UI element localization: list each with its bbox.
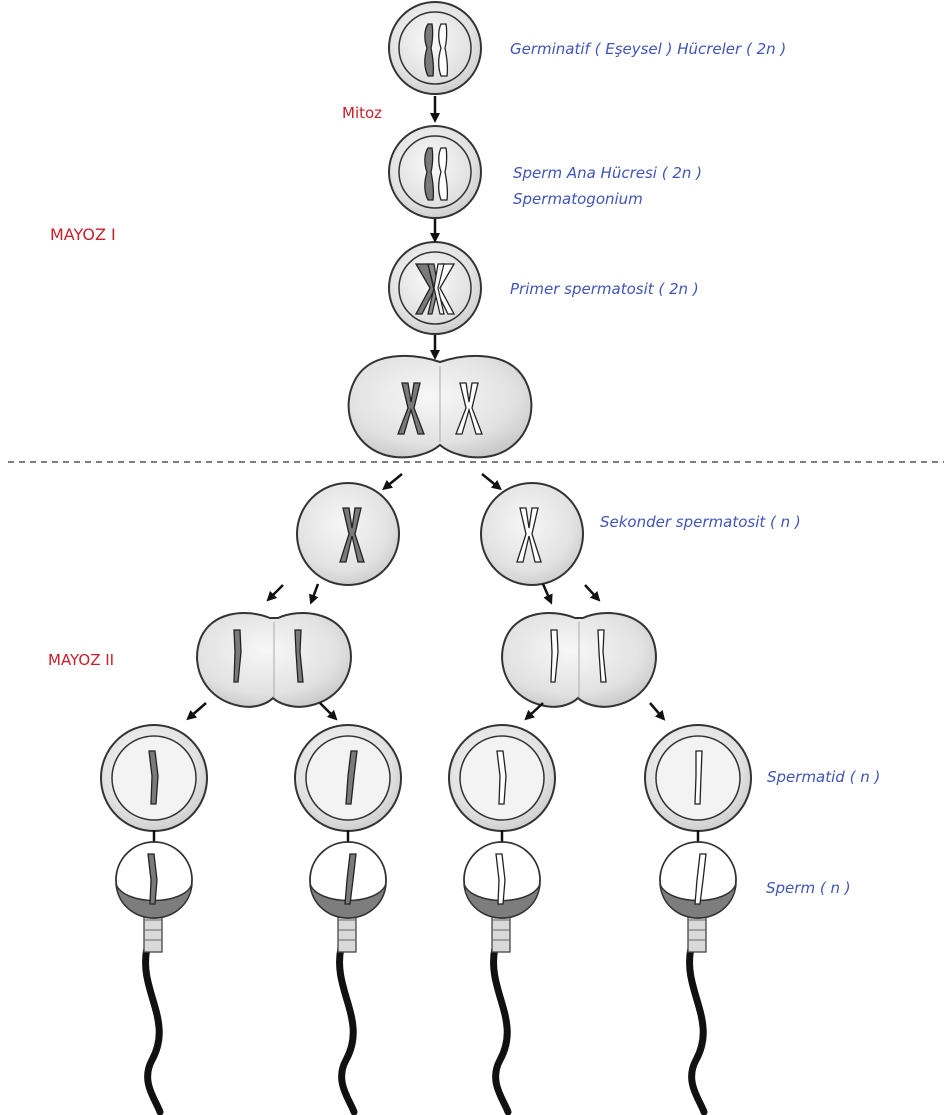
sekonder-cell-right — [480, 482, 584, 586]
label-sperm-ana: Sperm Ana Hücresi ( 2n ) — [513, 164, 702, 182]
sperm-2 — [309, 841, 387, 1115]
arrows-spermatid — [186, 702, 666, 721]
label-spermatid: Spermatid ( n ) — [767, 768, 880, 786]
arrows-secondary — [382, 473, 502, 491]
label-sperm: Sperm ( n ) — [766, 879, 851, 897]
sperm-3 — [463, 841, 541, 1115]
label-germinatif: Germinatif ( Eşeysel ) Hücreler ( 2n ) — [510, 40, 786, 58]
spermatid-2 — [294, 724, 402, 832]
primer-spermatosit-cell — [388, 241, 482, 335]
spermatid-1 — [100, 724, 208, 832]
label-spermatogonium: Spermatogonium — [513, 190, 643, 208]
meiosis2-cell-left — [196, 612, 352, 708]
sekonder-cell-left — [296, 482, 400, 586]
chromosome-pair — [424, 23, 449, 77]
arrows-meiosis2 — [266, 583, 601, 605]
label-mitoz: Mitoz — [342, 104, 382, 122]
label-sekonder: Sekonder spermatosit ( n ) — [600, 513, 801, 531]
germinatif-cell — [388, 1, 482, 95]
sperm-ana-cell — [388, 125, 482, 219]
spermatid-4 — [644, 724, 752, 832]
arrows-sperm — [149, 830, 703, 853]
sperm-1 — [115, 841, 193, 1115]
label-primer: Primer spermatosit ( 2n ) — [510, 280, 699, 298]
meiosis2-cell-right — [501, 612, 657, 708]
sperm-4 — [659, 841, 737, 1115]
label-mayoz1: MAYOZ I — [50, 225, 116, 244]
meiosis1-dividing-cell — [347, 354, 533, 459]
label-mayoz2: MAYOZ II — [48, 651, 114, 669]
spermatid-3 — [448, 724, 556, 832]
